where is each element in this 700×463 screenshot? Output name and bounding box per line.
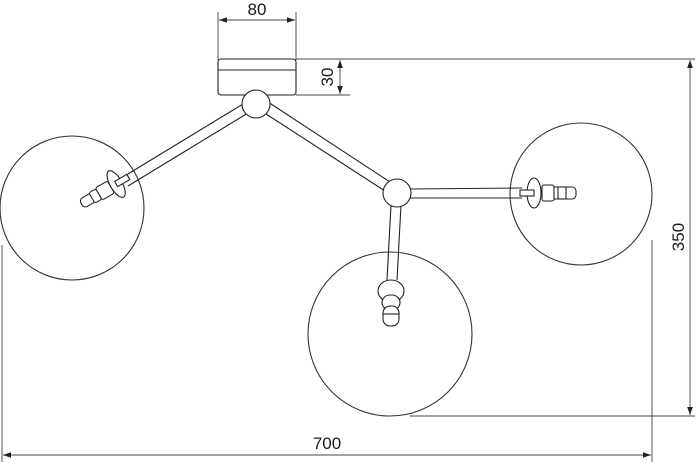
arm-down	[386, 204, 402, 281]
arm-right	[407, 187, 523, 199]
lamp-body	[0, 58, 653, 417]
overall-height-dimension: 350	[410, 59, 695, 417]
canopy-height-label: 30	[318, 68, 337, 87]
arm-left	[122, 103, 249, 187]
canopy-width-dimension: 80	[217, 0, 297, 60]
right-glass-globe	[509, 122, 653, 266]
left-glass-globe	[0, 135, 145, 281]
top-joint	[241, 89, 271, 119]
overall-height-label: 350	[669, 223, 688, 251]
canopy-width-label: 80	[248, 0, 267, 19]
arm-center	[262, 101, 391, 192]
right-lamp-socket	[519, 177, 577, 209]
overall-width-dimension: 700	[1, 240, 653, 462]
bottom-glass-globe	[307, 251, 473, 417]
overall-width-label: 700	[313, 434, 341, 453]
bottom-lamp-socket	[377, 279, 405, 327]
left-lamp-socket	[79, 170, 131, 208]
canopy-height-dimension: 30	[296, 58, 695, 96]
middle-joint	[382, 178, 412, 208]
